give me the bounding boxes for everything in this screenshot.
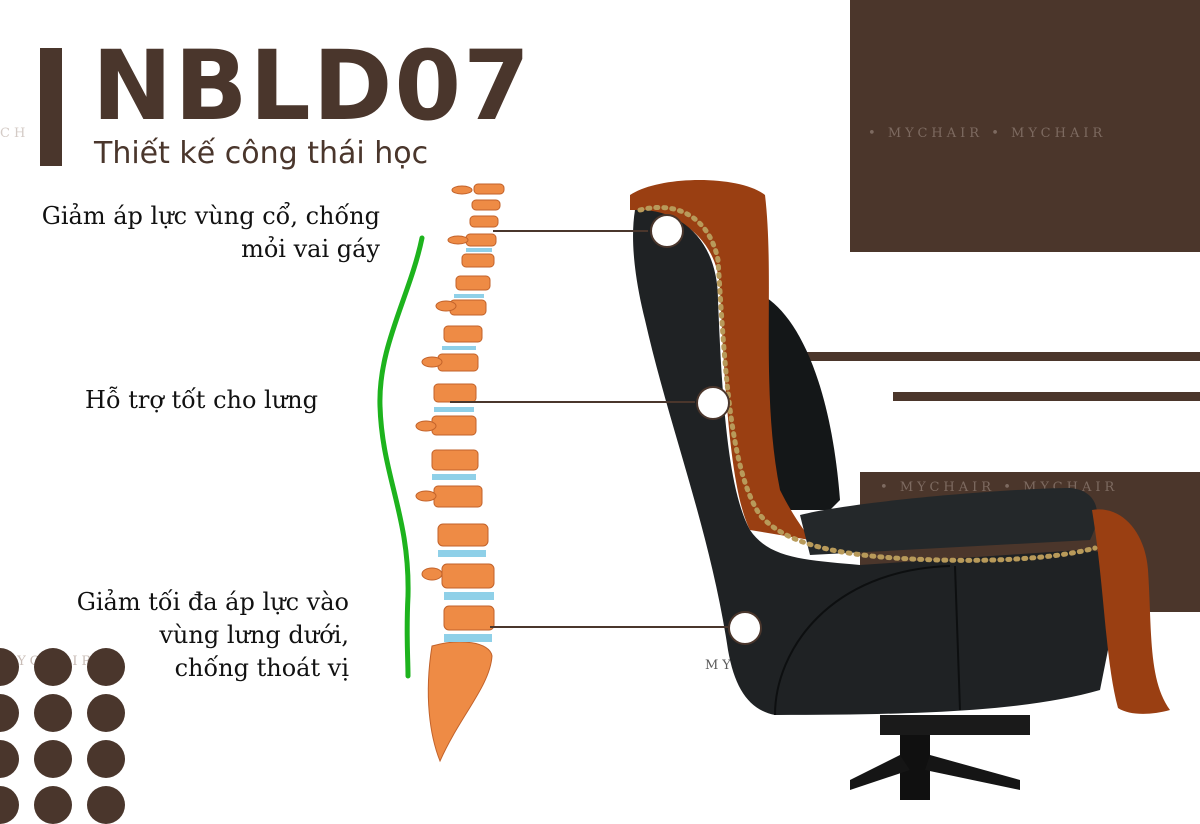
spinal-curve-line	[377, 235, 425, 679]
watermark-text: CH	[0, 126, 30, 141]
title-accent-bar	[40, 48, 62, 166]
feature-lower-back: Giảm tối đa áp lực vào vùng lưng dưới, c…	[77, 586, 349, 685]
marker-dot-back	[696, 386, 730, 420]
feature-lower-back-line1: Giảm tối đa áp lực vào	[76, 588, 349, 616]
feature-neck: Giảm áp lực vùng cổ, chống mỏi vai gáy	[42, 200, 380, 266]
watermark-text: • MYCHAIR • MYCHAIR	[868, 126, 1107, 141]
feature-neck-line2: mỏi vai gáy	[241, 235, 380, 263]
leader-line-lower-back	[490, 626, 728, 628]
feature-back: Hỗ trợ tốt cho lưng	[85, 384, 318, 417]
feature-back-line1: Hỗ trợ tốt cho lưng	[85, 386, 318, 414]
mid-right-stripe-1	[805, 352, 1200, 361]
grid-dot	[34, 786, 72, 824]
spine-processes	[415, 185, 473, 581]
grid-dot	[87, 648, 125, 686]
marker-dot-lower-back	[728, 611, 762, 645]
leader-line-neck	[493, 230, 648, 232]
mid-right-stripe-2	[893, 392, 1200, 401]
grid-dot	[34, 740, 72, 778]
grid-dot	[34, 648, 72, 686]
grid-dot	[87, 694, 125, 732]
top-right-brown-block	[850, 0, 1200, 252]
marker-dot-neck	[650, 214, 684, 248]
feature-neck-line1: Giảm áp lực vùng cổ, chống	[41, 202, 380, 230]
leader-line-back	[450, 401, 695, 403]
feature-lower-back-line2: vùng lưng dưới,	[159, 621, 349, 649]
feature-lower-back-line3: chống thoát vị	[174, 654, 349, 682]
spine-illustration	[377, 183, 505, 763]
grid-dot	[34, 694, 72, 732]
grid-dot	[87, 740, 125, 778]
office-chair-photo	[630, 180, 1170, 800]
product-tagline: Thiết kế công thái học	[94, 136, 429, 171]
spinal-discs	[432, 248, 494, 642]
grid-dot	[0, 648, 19, 686]
grid-dot	[0, 786, 19, 824]
grid-dot	[87, 786, 125, 824]
vertebrae-group	[427, 183, 505, 763]
grid-dot	[0, 740, 19, 778]
product-model-title: NBLD07	[92, 30, 532, 142]
grid-dot	[0, 694, 19, 732]
